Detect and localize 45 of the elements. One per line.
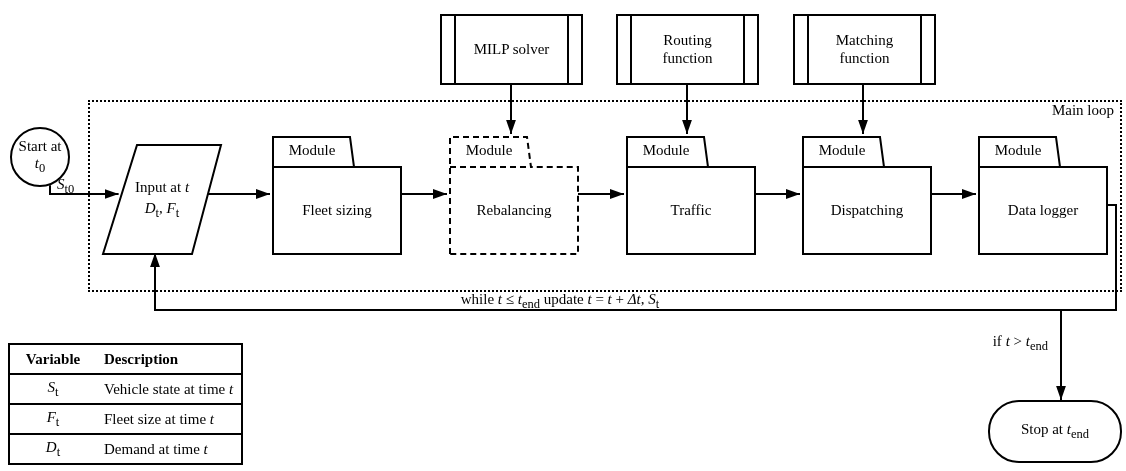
module-tab-label: Module <box>641 142 691 160</box>
variable-description: Vehicle state at time t <box>96 374 243 404</box>
edge-label: if t > t$_{end}$ <box>992 333 1048 354</box>
module-folder <box>802 136 932 255</box>
module-label: Fleet sizing <box>302 202 372 220</box>
loop-label: Main loop <box>1051 102 1114 120</box>
module-folder <box>978 136 1108 255</box>
variable-description: Demand at time t <box>96 434 243 464</box>
module-tab-label: Module <box>287 142 337 160</box>
node-label: Matching function <box>834 32 895 67</box>
subroutine-box <box>616 14 759 85</box>
subroutine-box <box>793 14 936 85</box>
arrow <box>682 84 692 135</box>
module-label: Data logger <box>1007 202 1079 220</box>
start-circle <box>10 127 70 187</box>
node-label: D$_{t}$, F$_{t}$ <box>144 199 180 221</box>
edge-label: while t ≤ t$_{end}$ update t = t + Δt, S$_{t}$ <box>460 291 660 312</box>
module-label: Dispatching <box>830 202 904 220</box>
arrow <box>576 189 625 199</box>
column-header: Description <box>96 344 243 374</box>
module-folder <box>626 136 756 255</box>
input-parallelogram <box>102 144 222 255</box>
variable-description: Fleet size at time t <box>96 404 243 434</box>
module-label: Rebalancing <box>476 202 552 220</box>
node-label: Input at t <box>134 178 190 196</box>
arrow <box>399 189 448 199</box>
arrow <box>753 189 801 199</box>
arrow <box>858 84 868 135</box>
node-label: Start at t$_{0}$ <box>17 138 63 176</box>
node-label: MILP solver <box>473 40 550 59</box>
module-tab-label: Module <box>993 142 1043 160</box>
module-label: Traffic <box>670 202 712 220</box>
column-header: Variable <box>9 344 96 374</box>
module-folder <box>449 136 579 255</box>
arrow <box>49 184 120 199</box>
node-label: Stop at t$_{end}$ <box>1020 421 1090 442</box>
module-folder <box>272 136 402 255</box>
subroutine-box <box>440 14 583 85</box>
arrow <box>506 84 516 135</box>
arrow <box>929 189 977 199</box>
module-tab-label: Module <box>817 142 867 160</box>
edge-label: S$_{t0}$ <box>57 176 75 197</box>
module-tab-label: Module <box>464 142 514 160</box>
node-label: Routing function <box>661 32 714 67</box>
loop-boundary <box>88 100 1122 292</box>
